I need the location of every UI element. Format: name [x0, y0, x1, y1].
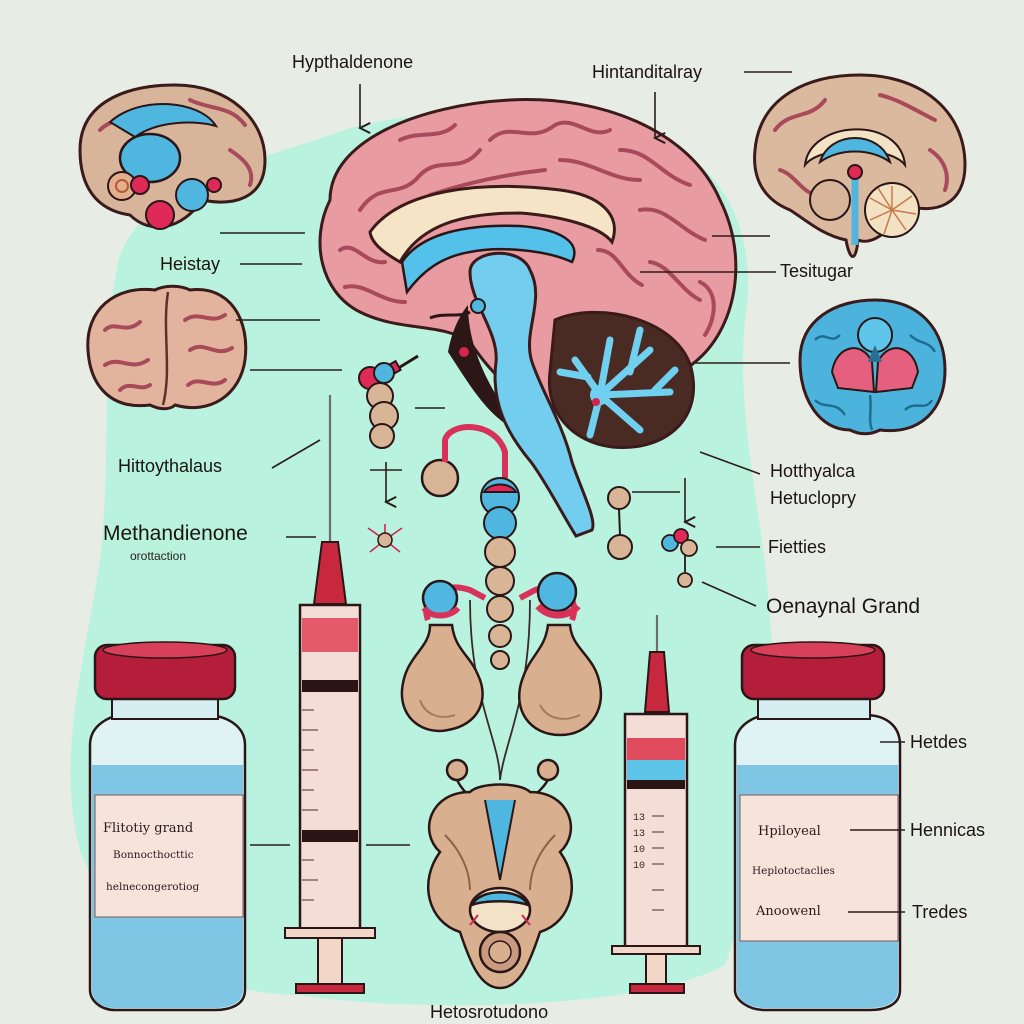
brain-top-left — [78, 83, 267, 230]
vial-left-label-line: Bonnocthocttic — [113, 849, 194, 861]
syringe-scale-mark: 10 — [633, 845, 645, 856]
vial-left-label-line: helnecongerotiog — [106, 881, 199, 893]
brainstem — [468, 251, 595, 538]
brain-shadow — [448, 305, 522, 432]
nodule-cluster-right — [661, 528, 698, 588]
gland-lower-structure — [426, 758, 574, 990]
vial-right: Hpiloyeal Heplotoctaclies Anoowenl — [733, 641, 902, 1012]
brain-top-right — [753, 73, 967, 258]
nodule-cluster-left — [358, 354, 419, 449]
label-hypthaldenone: Hypthaldenone — [292, 52, 413, 72]
syringe-left — [284, 395, 376, 994]
syringe-scale-mark: 13 — [633, 829, 645, 840]
pineal-node — [459, 347, 469, 357]
label-heistay: Heistay — [160, 254, 220, 274]
label-bottom: Hetosrotudono — [430, 1002, 548, 1022]
gland-bulb-left — [400, 579, 487, 733]
vial-right-label-line: Hpiloyeal — [758, 824, 821, 839]
label-oenaynal-grand: Oenaynal Grand — [766, 595, 920, 618]
label-tesitugar: Tesitugar — [780, 261, 853, 281]
diagram-labels: Hypthaldenone Hintanditalray Heistay Tes… — [103, 52, 985, 1022]
nodule-spider — [367, 524, 403, 553]
ventricle — [400, 224, 576, 296]
brain-gyri — [338, 120, 716, 337]
label-hotthyalca: Hotthyalca — [770, 461, 856, 481]
label-hetdes: Hetdes — [910, 732, 967, 752]
syringe-scale-mark: 13 — [633, 813, 645, 824]
gland-chain — [400, 424, 603, 990]
label-hennicas: Hennicas — [910, 820, 985, 840]
vial-right-label-line: Anoowenl — [755, 904, 821, 919]
pituitary-node — [470, 298, 486, 314]
syringe-scale-mark: 10 — [633, 861, 645, 872]
label-hittoythalaus: Hittoythalaus — [118, 456, 222, 476]
gland-bulb-right — [517, 571, 603, 737]
nodule-chain-right — [607, 486, 633, 560]
label-orottaction: orottaction — [130, 549, 186, 563]
cerebellum — [547, 310, 695, 450]
corpus-callosum — [368, 184, 616, 265]
central-brain — [318, 98, 738, 538]
brain-left-middle — [86, 284, 248, 411]
hypothalamus-tip — [429, 310, 471, 320]
vial-right-label-line: Heplotoctaclies — [752, 865, 835, 877]
vial-left-label-line: Flitotiy grand — [103, 821, 193, 836]
syringe-right: 13 13 10 10 — [611, 615, 701, 994]
label-tredes: Tredes — [912, 902, 967, 922]
vial-left: Flitotiy grand Bonnocthocttic helneconge… — [88, 641, 247, 1012]
label-hetuclopry: Hetuclopry — [770, 488, 856, 508]
label-methandienone: Methandienone — [103, 522, 248, 545]
brain-right-middle — [798, 298, 947, 436]
nodule-ball — [420, 458, 460, 498]
leader-lines — [220, 71, 905, 913]
label-fietties: Fietties — [768, 537, 826, 557]
label-hintanditalray: Hintanditalray — [592, 62, 702, 82]
